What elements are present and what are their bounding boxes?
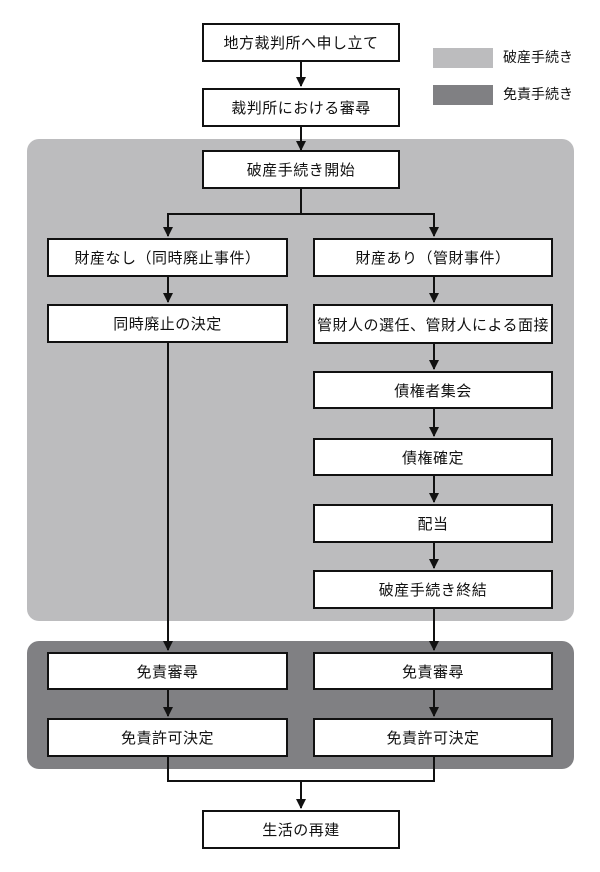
node-conclusion: 破産手続き終結 — [313, 570, 553, 609]
node-court-hearing: 裁判所における審尋 — [202, 88, 400, 127]
legend-label-discharge: 免責手続き — [503, 87, 573, 103]
node-discharge-decision-left: 免責許可決定 — [47, 718, 288, 757]
node-claims-confirmation: 債権確定 — [313, 438, 553, 476]
node-discharge-review-left: 免責審尋 — [47, 652, 288, 690]
node-distribution: 配当 — [313, 504, 553, 543]
legend-swatch-bankruptcy — [433, 48, 493, 68]
node-discharge-decision-right: 免責許可決定 — [313, 718, 553, 757]
node-discharge-review-right: 免責審尋 — [313, 652, 553, 690]
node-no-assets: 財産なし（同時廃止事件） — [47, 238, 288, 277]
legend-label-bankruptcy: 破産手続き — [503, 50, 573, 66]
node-creditors-meeting: 債権者集会 — [313, 371, 553, 409]
arrow-start-to-no-assets — [163, 189, 302, 237]
node-trustee: 管財人の選任、管財人による面接 — [313, 304, 553, 344]
node-with-assets: 財産あり（管財事件） — [313, 238, 553, 277]
node-petition: 地方裁判所へ申し立て — [202, 23, 400, 62]
arrow-start-to-with-assets — [301, 213, 439, 237]
node-rebuild-life: 生活の再建 — [202, 810, 400, 849]
node-bankruptcy-start: 破産手続き開始 — [202, 150, 400, 189]
merge-line — [167, 757, 435, 782]
legend-swatch-discharge — [433, 85, 493, 105]
node-simultaneous-abolition: 同時廃止の決定 — [47, 304, 288, 343]
